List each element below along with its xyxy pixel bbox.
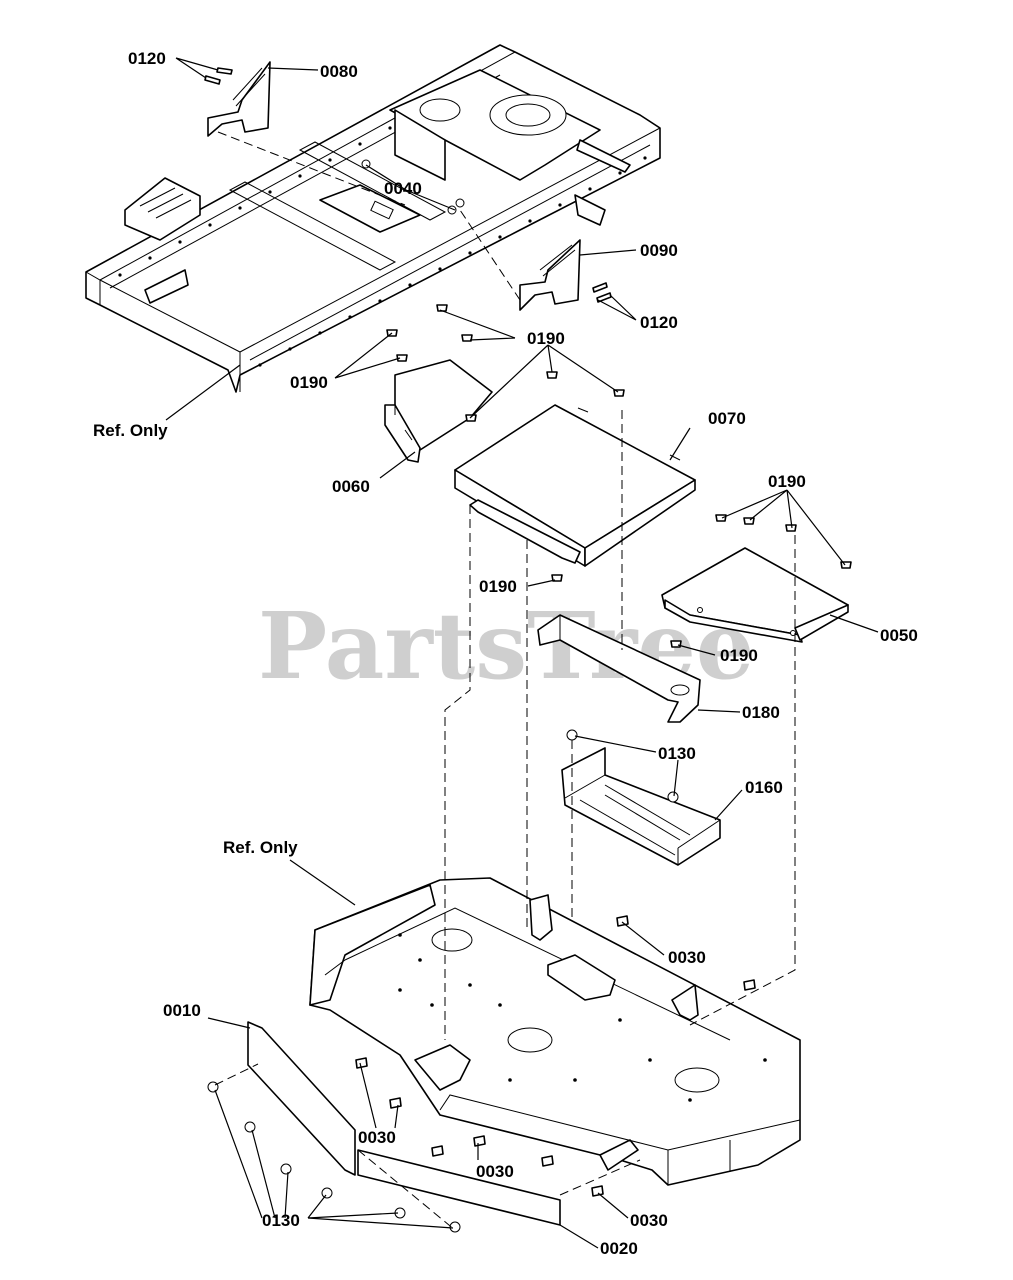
mower-deck — [309, 877, 801, 1186]
callout-0130: 0130 — [262, 1211, 300, 1230]
ref-only-label: Ref. Only — [223, 838, 298, 857]
callout-0190: 0190 — [720, 646, 758, 665]
callout-0190: 0190 — [527, 329, 565, 348]
callout-0020: 0020 — [600, 1239, 638, 1258]
callout-labels: 0120 0080 0040 0090 0120 0190 0190 Ref. … — [93, 49, 918, 1258]
alignment-lines — [214, 131, 796, 1231]
callout-0130: 0130 — [658, 744, 696, 763]
callout-0030: 0030 — [476, 1162, 514, 1181]
callout-0080: 0080 — [320, 62, 358, 81]
callout-0030: 0030 — [668, 948, 706, 967]
callout-0190: 0190 — [768, 472, 806, 491]
tray-0160 — [561, 747, 721, 866]
callout-0180: 0180 — [742, 703, 780, 722]
shield-0050 — [661, 547, 849, 643]
callout-0030: 0030 — [358, 1128, 396, 1147]
callout-0120: 0120 — [640, 313, 678, 332]
bracket-0090 — [519, 239, 581, 311]
bracket-0060 — [384, 359, 493, 463]
callout-0190: 0190 — [290, 373, 328, 392]
callout-0050: 0050 — [880, 626, 918, 645]
leader-lines — [165, 57, 879, 1249]
hardware — [207, 304, 852, 1233]
panel-0070 — [454, 404, 696, 567]
callout-0120: 0120 — [128, 49, 166, 68]
frame-assembly — [85, 44, 661, 393]
callout-0070: 0070 — [708, 409, 746, 428]
callout-0060: 0060 — [332, 477, 370, 496]
callout-0190: 0190 — [479, 577, 517, 596]
callout-0160: 0160 — [745, 778, 783, 797]
ref-only-label: Ref. Only — [93, 421, 168, 440]
callout-0010: 0010 — [163, 1001, 201, 1020]
callout-0040: 0040 — [384, 179, 422, 198]
baffle-0010 — [247, 1021, 356, 1176]
bracket-0080 — [207, 61, 271, 137]
callout-0030: 0030 — [630, 1211, 668, 1230]
callout-0090: 0090 — [640, 241, 678, 260]
brace-0180 — [537, 614, 701, 723]
screws-0120 — [204, 67, 612, 303]
